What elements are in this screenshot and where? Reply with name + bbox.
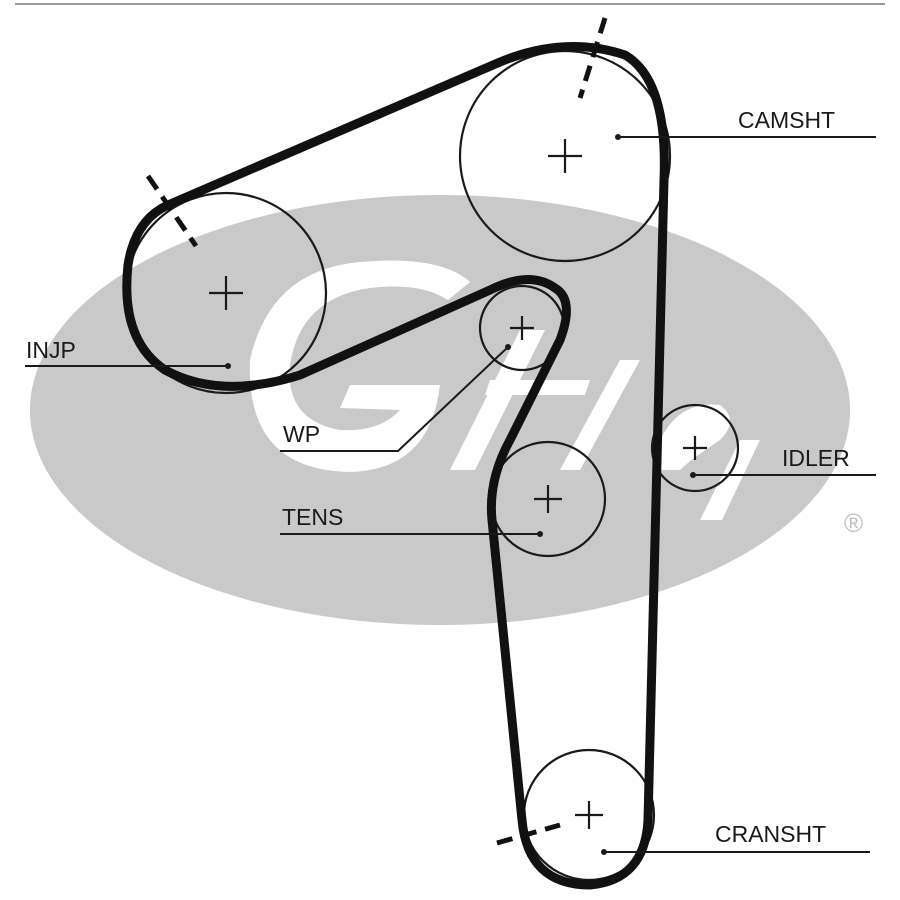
tensioner-leader [280,531,543,537]
camshaft-leader [615,134,876,140]
timing-belt [122,41,669,890]
tensioner-label: TENS [282,504,343,530]
idler-leader [690,472,876,478]
crankshaft-leader [601,849,870,855]
injection-pump-leader [25,363,231,369]
watermark-logo: ® [30,195,863,625]
watermark-lettering [249,260,760,520]
camshaft-timing-mark [577,17,608,99]
idler-label: IDLER [782,445,850,471]
registered-mark: ® [844,508,863,538]
water-pump-label: WP [283,421,320,447]
crankshaft-timing-mark [496,822,561,846]
crankshaft-label: CRANSHT [715,821,826,847]
injection-pump-label: INJP [26,337,76,363]
water-pump-leader [280,344,511,452]
injection-pump-timing-mark [145,174,199,248]
idler-pulley [650,403,740,493]
camshaft-label: CAMSHT [738,107,835,133]
